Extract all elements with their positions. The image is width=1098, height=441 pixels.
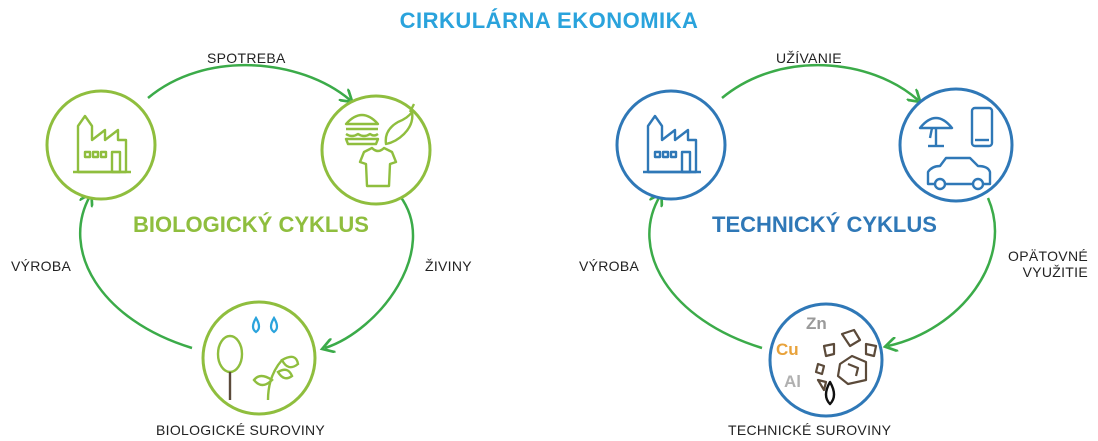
tree-plant-water-icon xyxy=(216,315,300,401)
tech-arrow-left xyxy=(648,196,763,350)
tech-use-node xyxy=(898,87,1014,203)
page-title: CIRKULÁRNA EKONOMIKA xyxy=(399,8,699,33)
food-clothing-icon xyxy=(344,103,416,188)
factory-icon xyxy=(73,114,131,174)
tech-arrow-right xyxy=(888,197,997,346)
tech-label-raw-materials: TECHNICKÉ SUROVINY xyxy=(728,422,892,438)
bio-consumption-node xyxy=(320,94,432,206)
tech-label-reuse: OPÄTOVNÉ VYUŽITIE xyxy=(1008,248,1088,280)
bio-arrow-right xyxy=(325,195,415,348)
tech-cycle-title: TECHNICKÝ CYKLUS xyxy=(712,212,937,237)
tech-label-reuse-line2: VYUŽITIE xyxy=(1022,264,1088,280)
bio-label-nutrients: ŽIVINY xyxy=(425,258,472,274)
tech-label-use: UŽÍVANIE xyxy=(776,50,842,66)
tech-label-production: VÝROBA xyxy=(579,258,640,274)
factory-icon xyxy=(643,114,701,174)
tech-arrow-top xyxy=(721,64,918,100)
bio-label-raw-materials: BIOLOGICKÉ SUROVINY xyxy=(156,422,326,438)
bio-label-consumption: SPOTREBA xyxy=(207,50,286,66)
lamp-phone-car-icon xyxy=(918,106,994,191)
tech-label-reuse-line1: OPÄTOVNÉ xyxy=(1008,248,1088,264)
technical-cycle xyxy=(615,64,1014,418)
tech-factory-node xyxy=(615,89,727,201)
biological-cycle xyxy=(45,64,432,416)
metal-zinc-label: Zn xyxy=(806,314,827,333)
ore-oil-icon xyxy=(814,328,878,406)
bio-factory-node xyxy=(45,89,157,201)
metal-copper-label: Cu xyxy=(776,340,799,359)
bio-arrow-top xyxy=(147,64,350,100)
bio-label-production: VÝROBA xyxy=(11,258,72,274)
tech-raw-node xyxy=(768,302,884,418)
bio-raw-node xyxy=(201,300,317,416)
bio-cycle-title: BIOLOGICKÝ CYKLUS xyxy=(133,212,369,237)
bio-arrow-left xyxy=(80,196,193,350)
metal-aluminium-label: Al xyxy=(784,372,801,391)
